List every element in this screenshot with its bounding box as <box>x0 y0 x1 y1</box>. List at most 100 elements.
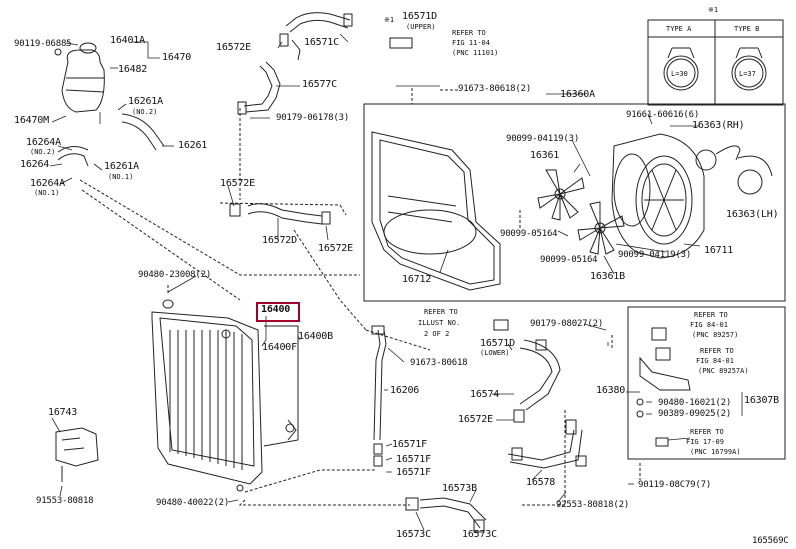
part-16401a[interactable]: 16401A <box>110 35 145 46</box>
part-16571c[interactable]: 16571C <box>304 37 339 48</box>
part-16572e-low[interactable]: 16572E <box>458 414 493 425</box>
part-16571f-2[interactable]: 16571F <box>396 454 431 465</box>
part-16363-lh[interactable]: 16363(LH) <box>726 209 779 220</box>
part-16264a-no1-note: (NO.1) <box>34 189 60 197</box>
part-16206[interactable]: 16206 <box>390 385 420 396</box>
part-90119-08c79[interactable]: 90119-08C79(7) <box>638 480 712 490</box>
part-91553-80818[interactable]: 91553-80818 <box>36 496 94 506</box>
refer-fig-11-04-line1[interactable]: REFER TO <box>452 29 486 37</box>
part-16361[interactable]: 16361 <box>530 150 560 161</box>
part-90480-40022[interactable]: 90480-40022(2) <box>156 498 230 508</box>
part-90179-06178[interactable]: 90179-06178(3) <box>276 113 350 123</box>
part-16712[interactable]: 16712 <box>402 274 432 285</box>
part-16743[interactable]: 16743 <box>48 407 78 418</box>
part-16578[interactable]: 16578 <box>526 477 556 488</box>
part-16400b[interactable]: 16400B <box>298 331 333 342</box>
part-90099-05164-a[interactable]: 90099-05164 <box>500 229 558 239</box>
reservoir-tank-drawing <box>54 42 105 113</box>
part-16264[interactable]: 16264 <box>20 159 50 170</box>
refer-fig-84-01b-line3[interactable]: (PNC 89257A) <box>698 367 749 375</box>
part-91673-80618[interactable]: 91673-80618 <box>410 358 468 368</box>
part-16400[interactable]: 16400 <box>261 304 291 315</box>
part-90119-06885[interactable]: 90119-06885 <box>14 39 72 49</box>
part-16470m[interactable]: 16470M <box>14 115 49 126</box>
fan-16361-drawing <box>537 169 585 221</box>
part-16360a[interactable]: 16360A <box>560 89 595 100</box>
part-16572e-mid[interactable]: 16572E <box>220 178 255 189</box>
part-90480-23008[interactable]: 90480-23008(2) <box>138 270 212 280</box>
refer-illust-line3[interactable]: 2 OF 2 <box>424 330 450 338</box>
upper-hose-drawing <box>279 12 413 61</box>
part-16572e-top[interactable]: 16572E <box>216 42 251 53</box>
diagram-code: 165569C <box>752 536 789 546</box>
part-16573c-2[interactable]: 16573C <box>462 529 497 540</box>
refer-fig-17-09-line1[interactable]: REFER TO <box>690 428 724 436</box>
clamp-type-b-dim: L=37 <box>739 70 756 78</box>
note-star1-top: ※1 <box>384 16 395 24</box>
fan-motor-rh-drawing <box>695 145 741 171</box>
part-16470[interactable]: 16470 <box>162 52 192 63</box>
part-16571d-upper[interactable]: 16571D <box>402 11 437 22</box>
relay-bracket-drawing <box>636 327 691 447</box>
part-16572d[interactable]: 16572D <box>262 235 297 246</box>
part-16574[interactable]: 16574 <box>470 389 500 400</box>
part-16261a-no1-note: (NO.1) <box>108 173 134 181</box>
bracket-16743-drawing <box>55 427 99 482</box>
fan-motor-housing-drawing <box>611 133 705 259</box>
refer-fig-84-01a-line2[interactable]: FIG 84-01 <box>690 321 728 329</box>
part-16400f[interactable]: 16400F <box>262 342 297 353</box>
part-16711[interactable]: 16711 <box>704 245 734 256</box>
part-16573b[interactable]: 16573B <box>442 483 477 494</box>
part-90099-04119-a[interactable]: 90099-04119(3) <box>506 134 580 144</box>
fan-shroud-drawing <box>371 131 501 291</box>
part-91661-60616[interactable]: 91661-60616(6) <box>626 110 700 120</box>
part-16571f-1[interactable]: 16571F <box>392 439 427 450</box>
radiator-drawing <box>151 299 263 492</box>
part-16573c-1[interactable]: 16573C <box>396 529 431 540</box>
part-16482[interactable]: 16482 <box>118 64 148 75</box>
refer-fig-84-01b-line2[interactable]: FIG 84-01 <box>696 357 734 365</box>
part-16264a-no2[interactable]: 16264A <box>26 137 61 148</box>
clamp-type-a-dim: L=30 <box>671 70 688 78</box>
part-90099-04119-b[interactable]: 90099-04119(3) <box>618 250 692 260</box>
part-16380[interactable]: 16380 <box>596 385 626 396</box>
part-16571f-3[interactable]: 16571F <box>396 467 431 478</box>
refer-illust-line1[interactable]: REFER TO <box>424 308 458 316</box>
note-star1: ※1 <box>708 6 719 14</box>
fan-motor-lh-drawing <box>737 155 773 195</box>
part-16361b[interactable]: 16361B <box>590 271 625 282</box>
part-92553-80818[interactable]: 92553-80818(2) <box>556 500 630 510</box>
part-16571d-lower-note: (LOWER) <box>480 349 510 357</box>
refer-illust-line2[interactable]: ILLUST NO. <box>418 319 461 327</box>
part-16363-rh[interactable]: 16363(RH) <box>692 120 745 131</box>
clamp-type-b-label: TYPE B <box>734 25 760 33</box>
part-16261a-no2-note: (NO.2) <box>132 108 158 116</box>
refer-fig-84-01a-line3[interactable]: (PNC 89257) <box>692 331 739 339</box>
part-16261a-no2[interactable]: 16261A <box>128 96 163 107</box>
part-91673-80618-2[interactable]: 91673-80618(2) <box>458 84 532 94</box>
part-90099-05164-b[interactable]: 90099-05164 <box>540 255 598 265</box>
part-90480-16021[interactable]: 90480-16021(2) <box>658 398 732 408</box>
part-16261a-no1[interactable]: 16261A <box>104 161 139 172</box>
part-90179-08027[interactable]: 90179-08027(2) <box>530 319 604 329</box>
part-16264a-no1[interactable]: 16264A <box>30 178 65 189</box>
refer-fig-17-09-line3[interactable]: (PNC 16799A) <box>690 448 741 456</box>
part-16572e-right[interactable]: 16572E <box>318 243 353 254</box>
highlight-16400 <box>256 302 300 322</box>
part-16261[interactable]: 16261 <box>178 140 208 151</box>
electrical-group-frame <box>627 306 786 460</box>
refer-fig-17-09-line2[interactable]: FIG 17-09 <box>686 438 724 446</box>
refer-fig-11-04-line3[interactable]: (PNC 11101) <box>452 49 499 57</box>
part-16571d-lower[interactable]: 16571D <box>480 338 515 349</box>
part-16307b[interactable]: 16307B <box>744 395 779 406</box>
part-90389-09025[interactable]: 90389-09025(2) <box>658 409 732 419</box>
refer-fig-84-01b-line1[interactable]: REFER TO <box>700 347 734 355</box>
refer-fig-11-04-line2[interactable]: FIG 11-04 <box>452 39 490 47</box>
clamp-type-b-drawing <box>731 47 767 91</box>
refer-fig-84-01a-line1[interactable]: REFER TO <box>694 311 728 319</box>
fan-group-frame <box>363 103 786 302</box>
part-16577c[interactable]: 16577C <box>302 79 337 90</box>
part-16264a-no2-note: (NO.2) <box>30 148 56 156</box>
clamp-type-a-drawing <box>663 47 699 91</box>
